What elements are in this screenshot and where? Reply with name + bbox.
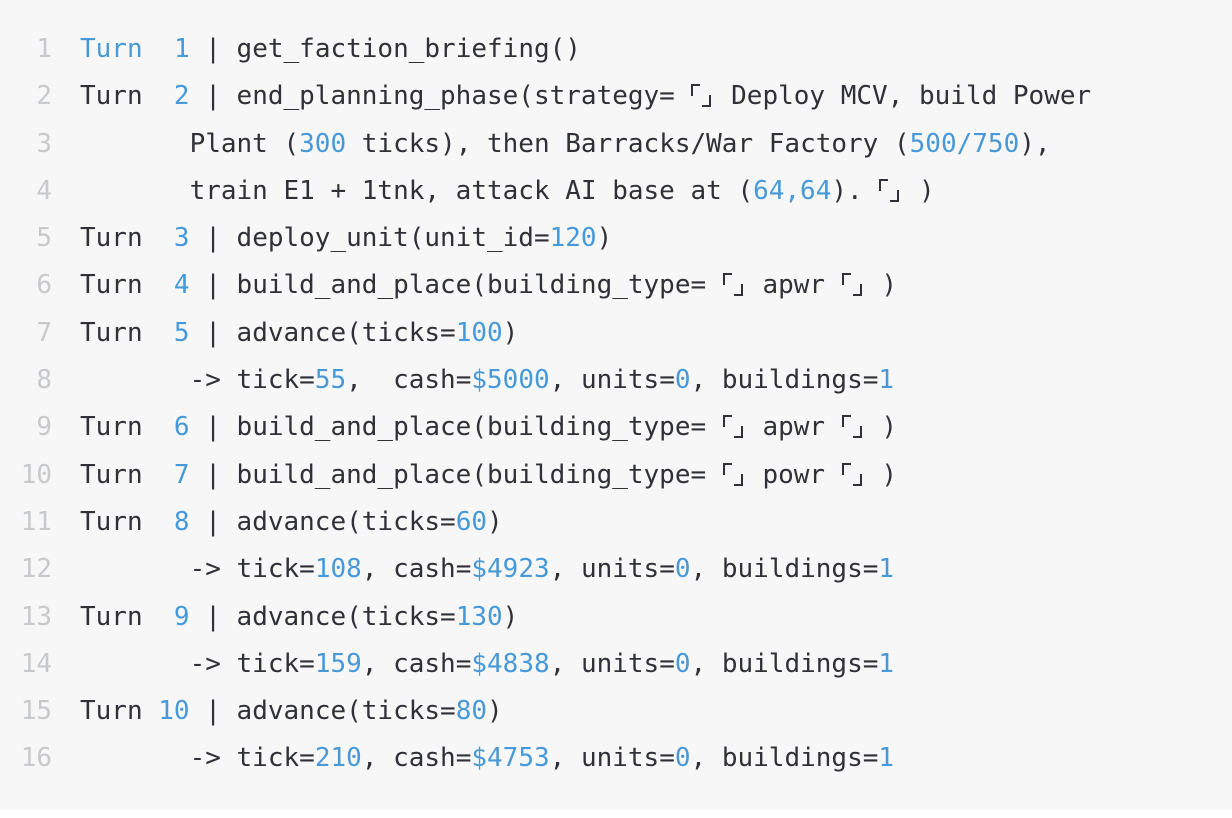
corner-bracket-close-icon: [702, 95, 712, 108]
code-text: Turn 10 | advance(ticks=80): [80, 696, 503, 727]
corner-bracket-close-icon: [733, 426, 743, 439]
corner-bracket-open-icon: [841, 415, 851, 428]
numeric-literal: 159: [314, 648, 362, 679]
numeric-literal: $4838: [471, 648, 550, 679]
numeric-literal: 60: [455, 506, 487, 537]
line-number: 16: [20, 743, 52, 774]
numeric-literal: 500/750: [909, 128, 1020, 159]
line-number: 15: [20, 696, 52, 727]
line-number: 14: [20, 648, 52, 679]
code-text: -> tick=210, cash=$4753, units=0, buildi…: [80, 743, 895, 774]
numeric-literal: 100: [455, 317, 503, 348]
code-line: 15 Turn 10 | advance(ticks=80): [0, 688, 1232, 735]
code-text: Turn 3 | deploy_unit(unit_id=120): [80, 223, 613, 254]
numeric-literal: 5: [173, 317, 190, 348]
code-line: 13 Turn 9 | advance(ticks=130): [0, 594, 1232, 641]
code-line: 5 Turn 3 | deploy_unit(unit_id=120): [0, 215, 1232, 262]
corner-bracket-close-icon: [733, 284, 743, 297]
code-line: 7 Turn 5 | advance(ticks=100): [0, 310, 1232, 357]
numeric-literal: 2: [173, 81, 190, 112]
numeric-literal: 0: [674, 743, 691, 774]
numeric-literal: 210: [314, 743, 362, 774]
corner-bracket-close-icon: [733, 473, 743, 486]
numeric-literal: 1: [878, 365, 895, 396]
numeric-literal: 64,64: [753, 175, 832, 206]
code-text: Turn 4 | build_and_place(building_type= …: [80, 270, 898, 301]
line-number: 4: [36, 175, 52, 206]
numeric-literal: 120: [549, 223, 597, 254]
numeric-literal: 10: [158, 696, 190, 727]
numeric-literal: 1: [878, 554, 895, 585]
numeric-literal: 300: [299, 128, 347, 159]
line-number: 9: [36, 412, 52, 443]
corner-bracket-open-icon: [691, 84, 701, 97]
numeric-literal: 9: [173, 601, 190, 632]
numeric-literal: 1: [878, 743, 895, 774]
line-number: 3: [36, 128, 52, 159]
corner-bracket-open-icon: [722, 462, 732, 475]
numeric-literal: 80: [455, 696, 488, 727]
numeric-literal: 8: [173, 506, 190, 537]
code-line: 3 Plant (300 ticks), then Barracks/War F…: [0, 121, 1232, 168]
code-text: -> tick=108, cash=$4923, units=0, buildi…: [80, 554, 895, 585]
line-number: 6: [36, 270, 52, 301]
code-text: Turn 2 | end_planning_phase(strategy= De…: [80, 81, 1092, 112]
numeric-literal: $5000: [471, 365, 550, 396]
numeric-literal: 1: [173, 34, 190, 64]
corner-bracket-open-icon: [722, 415, 732, 428]
numeric-literal: $4923: [471, 554, 550, 585]
line-number: 7: [36, 317, 52, 348]
numeric-literal: 108: [314, 554, 362, 585]
corner-bracket-open-icon: [841, 462, 851, 475]
corner-bracket-open-icon: [841, 273, 851, 286]
numeric-literal: $4753: [471, 743, 550, 774]
numeric-literal: 0: [674, 648, 691, 679]
numeric-literal: 130: [455, 601, 503, 632]
numeric-literal: 0: [674, 554, 691, 585]
code-line: 9 Turn 6 | build_and_place(building_type=…: [0, 404, 1232, 451]
code-text: -> tick=55, cash=$5000, units=0, buildin…: [80, 365, 895, 396]
code-line: 8 -> tick=55, cash=$5000, units=0, build…: [0, 357, 1232, 404]
code-line: 16 -> tick=210, cash=$4753, units=0, bui…: [0, 735, 1232, 782]
corner-bracket-open-icon: [879, 178, 889, 191]
code-line: 10 Turn 7 | build_and_place(building_type…: [0, 452, 1232, 499]
code-text: Plant (300 ticks), then Barracks/War Fac…: [80, 128, 1051, 159]
code-line: 6 Turn 4 | build_and_place(building_type=…: [0, 262, 1232, 309]
line-number: 8: [36, 365, 52, 396]
corner-bracket-open-icon: [722, 273, 732, 286]
numeric-literal: 7: [173, 459, 190, 490]
line-number: 13: [20, 601, 52, 632]
numeric-literal: 3: [173, 223, 190, 254]
corner-bracket-close-icon: [852, 284, 862, 297]
code-text: Turn 7 | build_and_place(building_type= …: [80, 459, 898, 490]
corner-bracket-close-icon: [890, 189, 900, 202]
code-line: 12 -> tick=108, cash=$4923, units=0, bui…: [0, 546, 1232, 593]
numeric-literal: 6: [173, 412, 190, 443]
corner-bracket-close-icon: [852, 473, 862, 486]
line-number: 11: [20, 506, 52, 537]
code-text: Turn 1 | get_faction_briefing(): [80, 34, 581, 64]
numeric-literal: 55: [314, 365, 347, 396]
numeric-literal: Turn: [80, 34, 143, 64]
line-number: 2: [36, 81, 52, 112]
code-text: Turn 5 | advance(ticks=100): [80, 317, 519, 348]
code-line: 11 Turn 8 | advance(ticks=60): [0, 499, 1232, 546]
line-number: 1: [36, 34, 52, 64]
code-text: train E1 + 1tnk, attack AI base at (64,6…: [80, 175, 935, 206]
code-text: Turn 9 | advance(ticks=130): [80, 601, 519, 632]
line-number: 12: [20, 554, 52, 585]
code-line: 14 -> tick=159, cash=$4838, units=0, bui…: [0, 641, 1232, 688]
line-number: 10: [20, 459, 52, 490]
line-number: 5: [36, 223, 52, 254]
numeric-literal: 1: [878, 648, 895, 679]
numeric-literal: 0: [674, 365, 691, 396]
code-text: Turn 8 | advance(ticks=60): [80, 506, 503, 537]
numeric-literal: 4: [173, 270, 190, 301]
code-text: Turn 6 | build_and_place(building_type= …: [80, 412, 898, 443]
code-line: 4 train E1 + 1tnk, attack AI base at (64…: [0, 168, 1232, 215]
code-text: -> tick=159, cash=$4838, units=0, buildi…: [80, 648, 895, 679]
corner-bracket-close-icon: [852, 426, 862, 439]
